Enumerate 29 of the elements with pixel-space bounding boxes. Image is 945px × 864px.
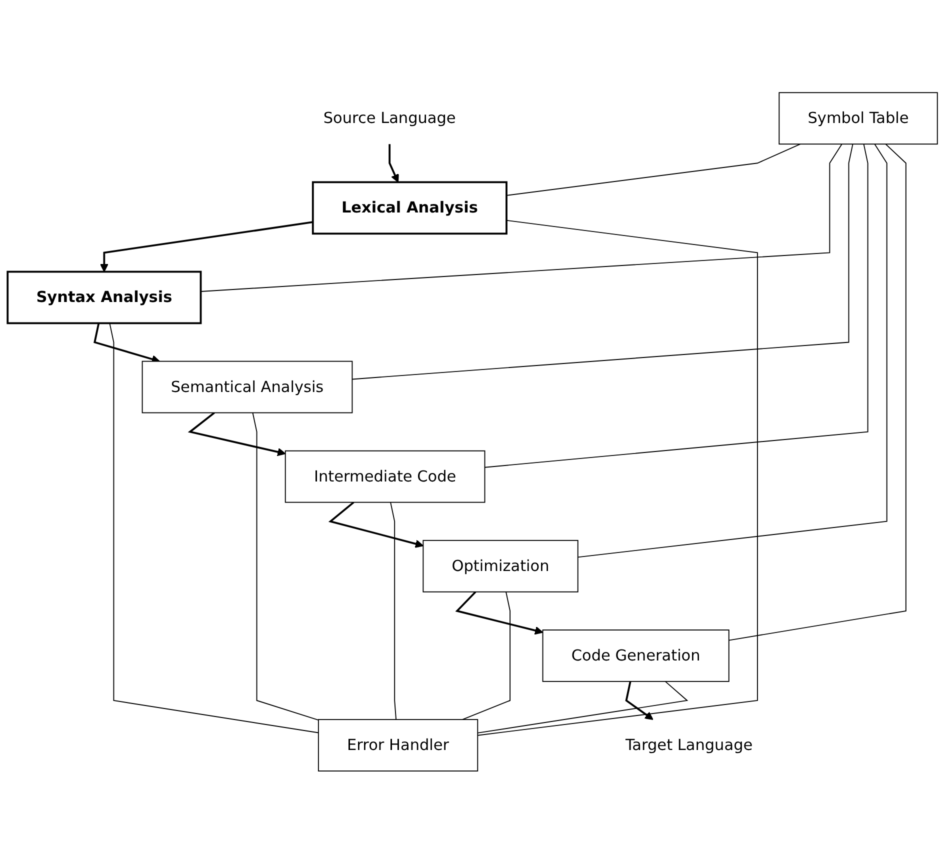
node-box: Semantical Analysis: [142, 361, 353, 414]
node-box: Error Handler: [318, 719, 478, 772]
arrow: [455, 591, 544, 635]
node-box: Lexical Analysis: [312, 181, 508, 235]
node-text: Source Language: [323, 109, 456, 128]
connector: [352, 144, 854, 380]
connector: [506, 144, 801, 196]
node-box: Code Generation: [542, 630, 730, 682]
connector: [477, 681, 688, 734]
connector: [577, 144, 888, 558]
node-box: Intermediate Code: [284, 450, 486, 503]
connector: [462, 592, 511, 720]
connector: [252, 412, 319, 721]
connector: [477, 220, 758, 736]
connector: [484, 144, 868, 468]
connector: [109, 322, 319, 734]
arrow: [388, 144, 399, 183]
arrow: [188, 412, 286, 456]
node-box: Symbol Table: [778, 92, 938, 145]
connector: [390, 502, 397, 720]
connector: [728, 144, 906, 641]
connector: [200, 144, 842, 292]
node-box: Optimization: [422, 540, 578, 593]
arrow: [328, 502, 424, 548]
node-text: Target Language: [625, 736, 753, 754]
arrow: [94, 323, 160, 364]
node-box: Syntax Analysis: [6, 270, 202, 324]
arrow: [625, 681, 654, 720]
arrow: [100, 221, 314, 272]
